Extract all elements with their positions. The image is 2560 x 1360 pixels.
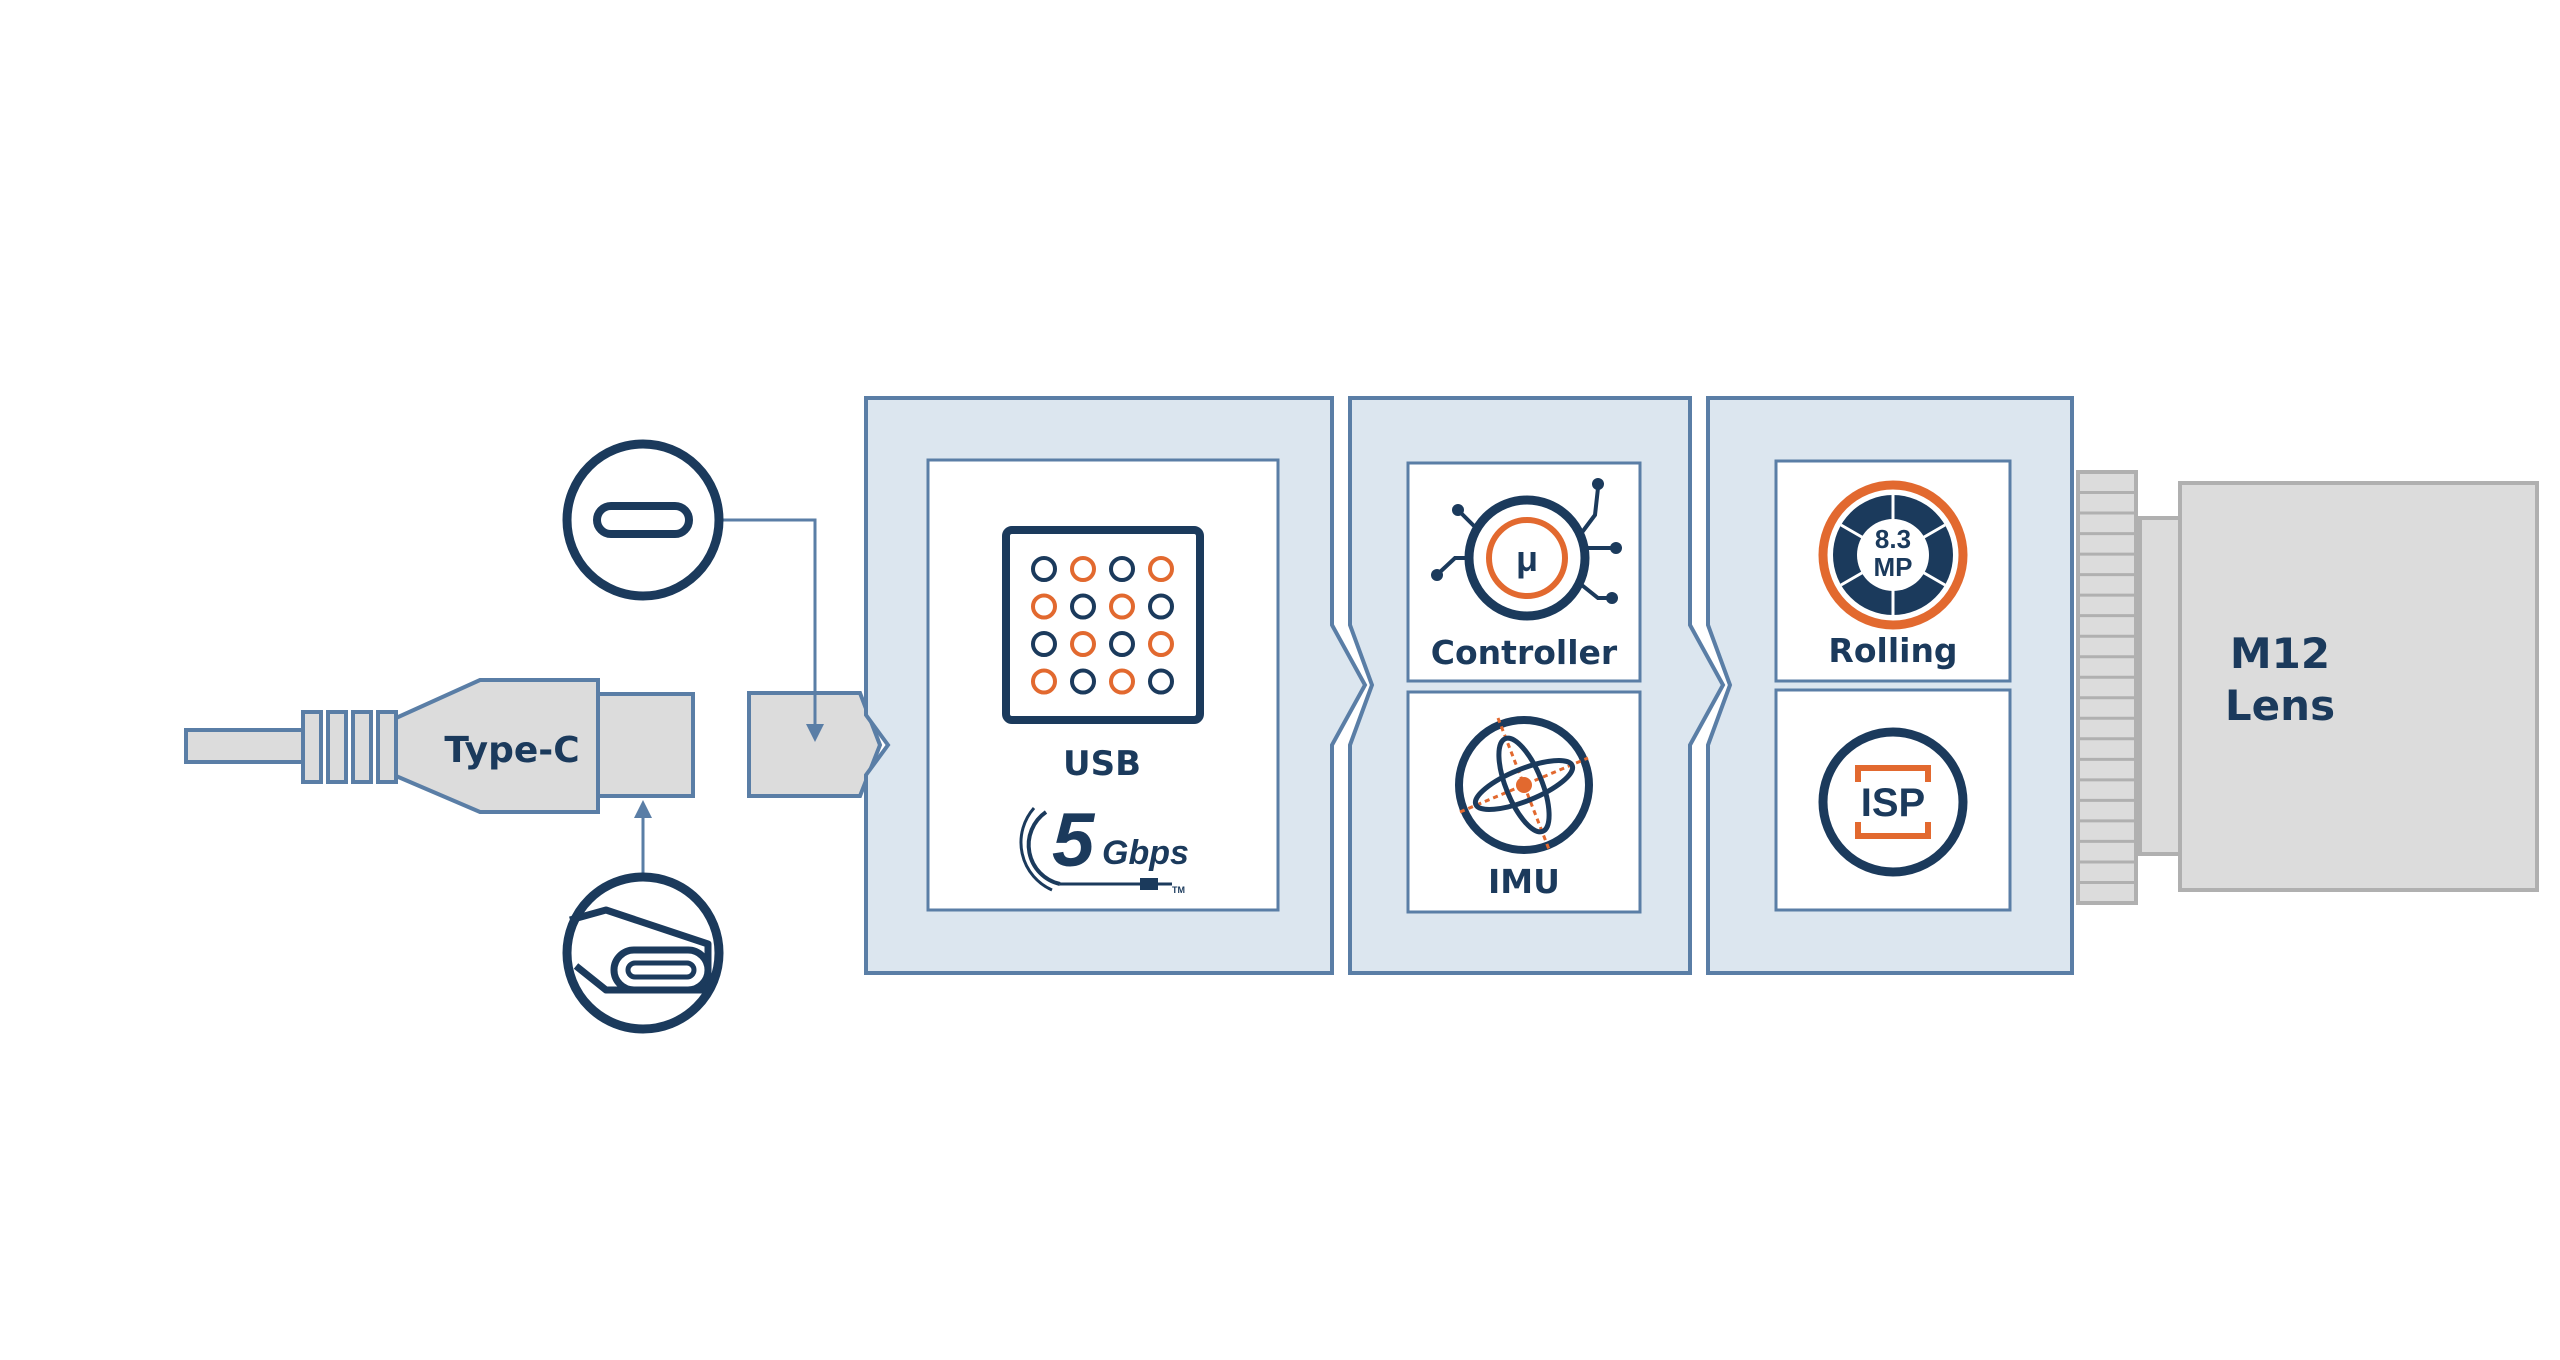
camera-aperture-icon: 8.3 MP [1818, 480, 1968, 630]
megapixel-value: 8.3 [1875, 524, 1911, 554]
cable-label: Type-C [444, 730, 579, 771]
usb-trademark: TM [1172, 885, 1185, 895]
gyroscope-icon [1455, 716, 1593, 854]
megapixel-unit: MP [1874, 552, 1913, 582]
usb-chip-icon [1002, 526, 1204, 724]
micro-symbol: μ [1516, 538, 1538, 579]
usb-c-port-icon [562, 439, 724, 601]
lens-label-line1: M12 [2230, 629, 2330, 678]
rolling-label: Rolling [1828, 631, 1957, 670]
usb-type-c-cable: Type-C [184, 678, 695, 814]
controller-label: Controller [1431, 633, 1618, 672]
lens-label-line2: Lens [2225, 681, 2335, 730]
usb-label: USB [1063, 744, 1141, 784]
isp-chip-icon: ISP [1818, 727, 1968, 877]
usb-interface-board: USB 5 Gbps TM [864, 396, 1368, 975]
usb-c-plug-icon [562, 872, 724, 1034]
controller-imu-board: μ Controller IMU [1348, 396, 1726, 975]
port-callout-line [723, 518, 817, 728]
microcontroller-icon: μ [1431, 478, 1622, 621]
usb-speed-number: 5 [1052, 798, 1096, 883]
isp-label: ISP [1861, 781, 1925, 825]
usb-speed-unit: Gbps [1102, 834, 1189, 872]
m12-lens: M12 Lens [2076, 470, 2539, 905]
sensor-isp-board: 8.3 MP Rolling ISP [1706, 396, 2074, 975]
imu-label: IMU [1488, 862, 1560, 901]
usb-speed-logo: 5 Gbps TM [1019, 798, 1189, 895]
